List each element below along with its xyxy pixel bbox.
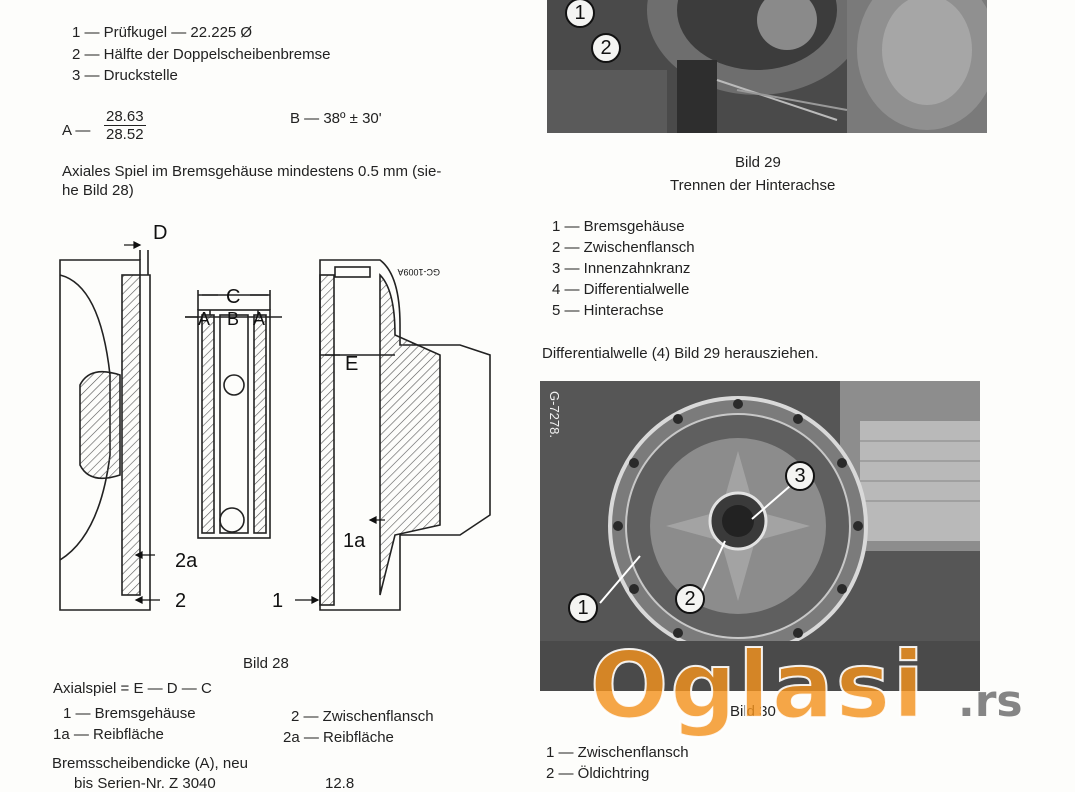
legend-top-item-3: 3 — Druckstelle [72,67,178,84]
bild30-caption: Bild 30 [730,703,776,720]
dimension-a-prefix: A — [62,122,91,139]
dimension-a-numerator: 28.63 [104,108,146,126]
watermark-suffix: .rs [958,676,1023,727]
bild29-subtitle: Trennen der Hinterachse [670,177,836,194]
legend28-item-1a: 1a — Reibfläche [53,726,164,743]
label-c: C [226,286,240,308]
bild30-callout-1: 1 [568,593,598,623]
dimension-b: B — 38º ± 30' [290,110,382,127]
bild28-caption: Bild 28 [243,655,289,672]
housing-wall-hatch [319,274,335,606]
legend29-item-3: 3 — Innenzahnkranz [552,260,691,277]
legend30-item-2: 2 — Öldichtring [546,765,650,782]
legend28-item-2a: 2a — Reibfläche [283,729,394,746]
bild28-drawing: D C A B A E 1a 2a 2 1 GC-1009A [59,222,491,612]
legend30-item-1: 1 — Zwischenflansch [546,744,689,761]
bild29-callout-2: 2 [591,33,621,63]
label-b: B [227,309,239,329]
legend-top-item-1: 1 — Prüfkugel — 22.225 Ø [72,24,253,41]
legend28-item-1: 1 — Bremsgehäuse [63,705,196,722]
disc-thickness-line-2: bis Serien-Nr. Z 3040 [74,775,216,792]
axial-note-line-2: he Bild 28) [62,182,134,199]
bild29-photo: 1 2 [547,0,987,133]
disc-stack-outline [197,309,271,539]
legend29-item-5: 5 — Hinterachse [552,302,664,319]
bild30-photo: G-7278. 1 2 3 [540,381,980,691]
dimension-a-fraction: 28.63 28.52 [104,108,146,143]
housing-outline [319,259,491,611]
disc-thickness-value: 12.8 [325,775,355,792]
label-1: 1 [272,590,283,612]
bild30-callout-2: 2 [675,584,705,614]
bild29-callout-1: 1 [565,0,595,28]
label-2a: 2a [175,550,198,572]
bild30-photo-code: G-7278. [547,391,562,438]
flange-face-hatch [121,274,141,596]
legend29-item-4: 4 — Differentialwelle [552,281,690,298]
label-e: E [345,353,358,375]
legend29-item-2: 2 — Zwischenflansch [552,239,695,256]
label-a-left: A [198,309,210,329]
axial-note-line-1: Axiales Spiel im Bremsgehäuse mindestens… [62,163,442,180]
bild30-callout-3: 3 [785,461,815,491]
watermark-logo: Oglasi [589,631,926,740]
label-d: D [153,222,167,244]
bild29-caption: Bild 29 [735,154,781,171]
legend28-item-2: 2 — Zwischenflansch [291,708,434,725]
disc-thickness-line-1: Bremsscheibendicke (A), neu [52,755,248,772]
dimension-a-denominator: 28.52 [106,126,144,143]
label-a-right: A [253,309,265,329]
label-1a: 1a [343,530,366,552]
instruction-text: Differentialwelle (4) Bild 29 herauszieh… [542,345,819,362]
legend-top-item-2: 2 — Hälfte der Doppelscheibenbremse [72,46,331,63]
drawing-code: GC-1009A [397,267,440,277]
axialspiel-formula: Axialspiel = E — D — C [53,680,212,697]
label-2: 2 [175,590,186,612]
legend29-item-1: 1 — Bremsgehäuse [552,218,685,235]
